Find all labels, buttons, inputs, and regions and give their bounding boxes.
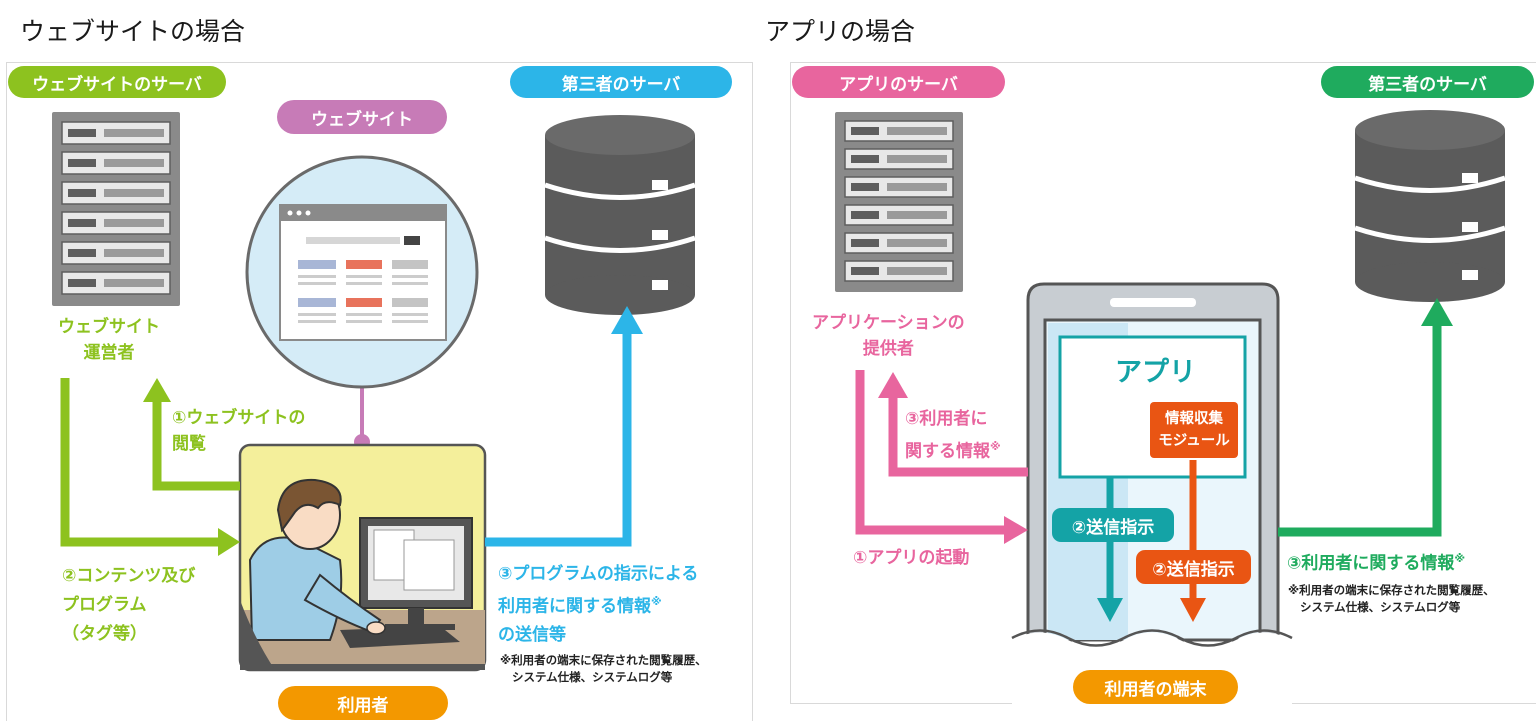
app-server-icon bbox=[835, 112, 963, 292]
arrow-step1-launch bbox=[855, 370, 1028, 544]
user-device-badge: 利用者の端末 bbox=[1073, 670, 1238, 704]
send-instruction-orange-label: ②送信指示 bbox=[1136, 550, 1251, 584]
step1-label: ①ウェブサイトの 閲覧 bbox=[172, 408, 306, 454]
website-badge: ウェブサイト bbox=[277, 100, 447, 134]
step1-launch-label: ①アプリの起動 bbox=[853, 548, 970, 568]
step3b-label: ③利用者に関する情報※ bbox=[1287, 552, 1466, 574]
website-illustration bbox=[245, 155, 479, 450]
arrow-step3-info-to-third-party bbox=[1278, 298, 1453, 537]
website-operator-label: ウェブサイト 運営者 bbox=[58, 317, 160, 363]
right-heading: アプリの場合 bbox=[765, 17, 916, 46]
arrow-step2-content bbox=[60, 378, 240, 556]
send-instruction-teal-label: ②送信指示 bbox=[1052, 508, 1174, 542]
step3-label: ③プログラムの指示による 利用者に関する情報※ の送信等 bbox=[498, 564, 699, 645]
info-collection-module: 情報収集 モジュール bbox=[1150, 402, 1238, 458]
app-server-badge: アプリのサーバ bbox=[792, 66, 1005, 98]
user-illustration bbox=[238, 443, 487, 672]
third-party-database-icon bbox=[544, 115, 696, 315]
third-party-database-icon-right bbox=[1354, 110, 1506, 302]
arrow-step3-info-to-provider bbox=[878, 372, 1028, 477]
third-party-server-badge: 第三者のサーバ bbox=[510, 66, 732, 98]
website-server-badge: ウェブサイトのサーバ bbox=[8, 66, 226, 98]
step2-label: ②コンテンツ及び プログラム （タグ等） bbox=[62, 566, 196, 644]
left-footnote: ※利用者の端末に保存された閲覧履歴、 システム仕様、システムログ等 bbox=[500, 653, 707, 684]
app-provider-label: アプリケーションの 提供者 bbox=[812, 313, 965, 359]
user-device-illustration bbox=[1011, 282, 1293, 721]
website-server-icon bbox=[52, 112, 180, 306]
app-title: アプリ bbox=[1115, 357, 1196, 388]
step3a-label: ③利用者に 関する情報※ bbox=[905, 409, 1001, 462]
right-footnote: ※利用者の端末に保存された閲覧履歴、 システム仕様、システムログ等 bbox=[1288, 583, 1495, 614]
arrow-step3-send bbox=[485, 306, 643, 547]
left-heading: ウェブサイトの場合 bbox=[20, 17, 246, 46]
third-party-server-badge-right: 第三者のサーバ bbox=[1321, 66, 1534, 98]
user-badge: 利用者 bbox=[278, 686, 448, 720]
arrow-step1-view bbox=[143, 378, 240, 491]
